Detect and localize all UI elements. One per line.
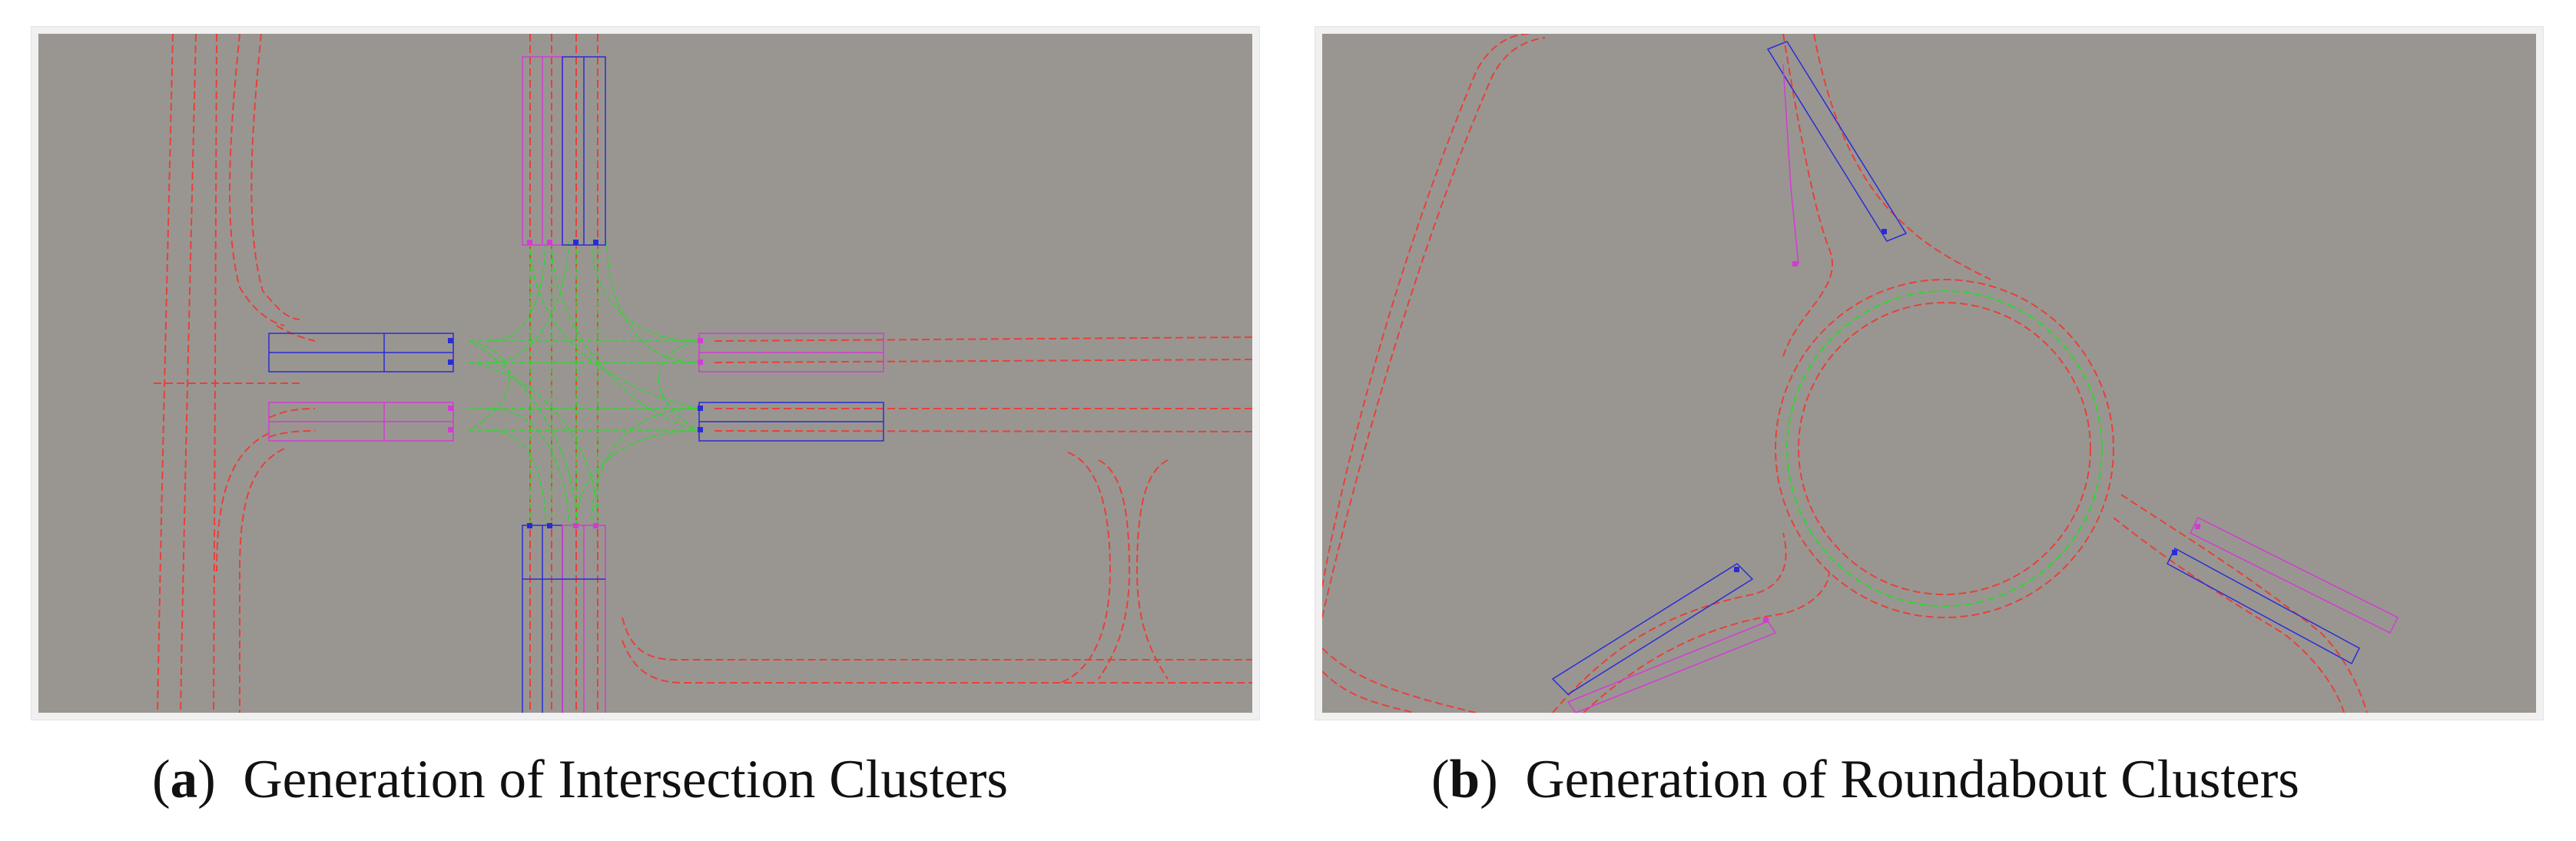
left-vertical-roads <box>157 34 300 713</box>
outer-loop-roads <box>1322 34 1546 713</box>
cluster-markers <box>448 240 703 528</box>
roundabout-clusters <box>1551 41 2399 713</box>
roundabout-markers <box>1734 229 2200 623</box>
roundabout-panel <box>1315 26 2544 720</box>
horizontal-roads <box>154 325 1252 438</box>
caption-title: Generation of Intersection Clusters <box>243 750 1008 810</box>
caption-title: Generation of Roundabout Clusters <box>1525 750 2299 810</box>
roundabout-road-network <box>1322 34 2536 713</box>
caption-intersection: (a) Generation of Intersection Clusters <box>152 750 1008 810</box>
map-background <box>1322 34 2536 713</box>
caption-roundabout: (b) Generation of Roundabout Clusters <box>1431 750 2299 810</box>
intersection-clusters <box>268 56 884 713</box>
map-background <box>38 34 1252 713</box>
caption-letter: b <box>1449 750 1480 810</box>
roundabout-ring <box>1775 279 2114 618</box>
caption-letter: a <box>170 750 198 810</box>
intersection-road-network <box>38 34 1252 713</box>
intersection-connectors <box>468 240 700 526</box>
intersection-panel <box>31 26 1260 720</box>
right-loop-roads <box>622 452 1252 684</box>
